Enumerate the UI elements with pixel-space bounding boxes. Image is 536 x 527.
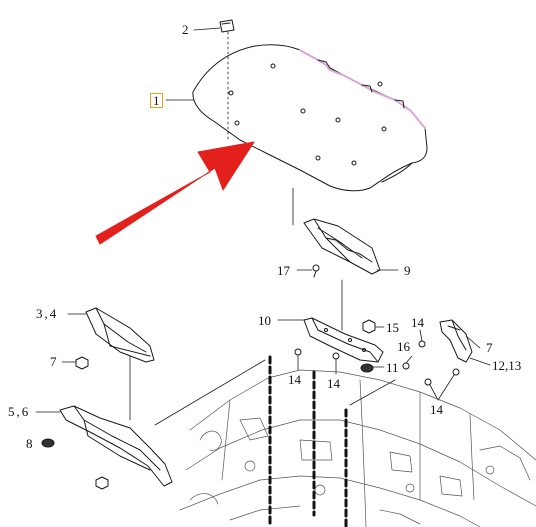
callout-part-14-c: 14 bbox=[411, 315, 424, 330]
bracket-part-12-13 bbox=[439, 319, 491, 366]
hood-insulation-pad bbox=[192, 31, 428, 192]
reference-dash-lines bbox=[268, 355, 348, 527]
callout-part-3-4: 3,4 bbox=[36, 306, 59, 321]
callout-part-16: 16 bbox=[397, 339, 410, 354]
callout-part-1: 1 bbox=[150, 93, 163, 108]
bracket-part-3-4 bbox=[67, 307, 155, 421]
nut-part-7-lower bbox=[95, 476, 109, 490]
nut-part-7-left bbox=[61, 356, 89, 370]
bracket-part-9 bbox=[292, 187, 399, 275]
grommet-part-8 bbox=[41, 438, 55, 448]
bracket-part-5-6 bbox=[35, 405, 173, 487]
callout-part-7-left: 7 bbox=[50, 354, 57, 369]
callout-part-14-d: 14 bbox=[430, 402, 443, 417]
vehicle-front-structure bbox=[179, 369, 536, 527]
callout-part-8: 8 bbox=[26, 436, 33, 451]
red-arrow-indicator bbox=[95, 141, 255, 245]
pad-clip-holes bbox=[228, 63, 387, 166]
callout-part-11: 11 bbox=[386, 360, 399, 375]
callout-part-12-13: 12,13 bbox=[492, 358, 522, 373]
callout-part-17: 17 bbox=[277, 263, 290, 278]
screws-part-14-16-right bbox=[402, 329, 460, 401]
callout-part-5-6: 5,6 bbox=[8, 404, 31, 419]
callout-part-10: 10 bbox=[258, 313, 271, 328]
callout-part-14-a: 14 bbox=[288, 372, 301, 387]
nut-part-15 bbox=[362, 319, 385, 334]
bracket-part-10 bbox=[277, 279, 384, 363]
callout-part-9: 9 bbox=[404, 263, 411, 278]
callout-part-15: 15 bbox=[386, 320, 399, 335]
screw-part-17 bbox=[296, 264, 320, 278]
clip-part-2 bbox=[193, 19, 235, 33]
thin-leaders bbox=[154, 359, 396, 426]
callout-part-14-b: 14 bbox=[327, 376, 340, 391]
callout-part-2: 2 bbox=[182, 22, 189, 37]
grommet-part-11 bbox=[360, 363, 385, 373]
callout-part-7-right: 7 bbox=[486, 340, 493, 355]
